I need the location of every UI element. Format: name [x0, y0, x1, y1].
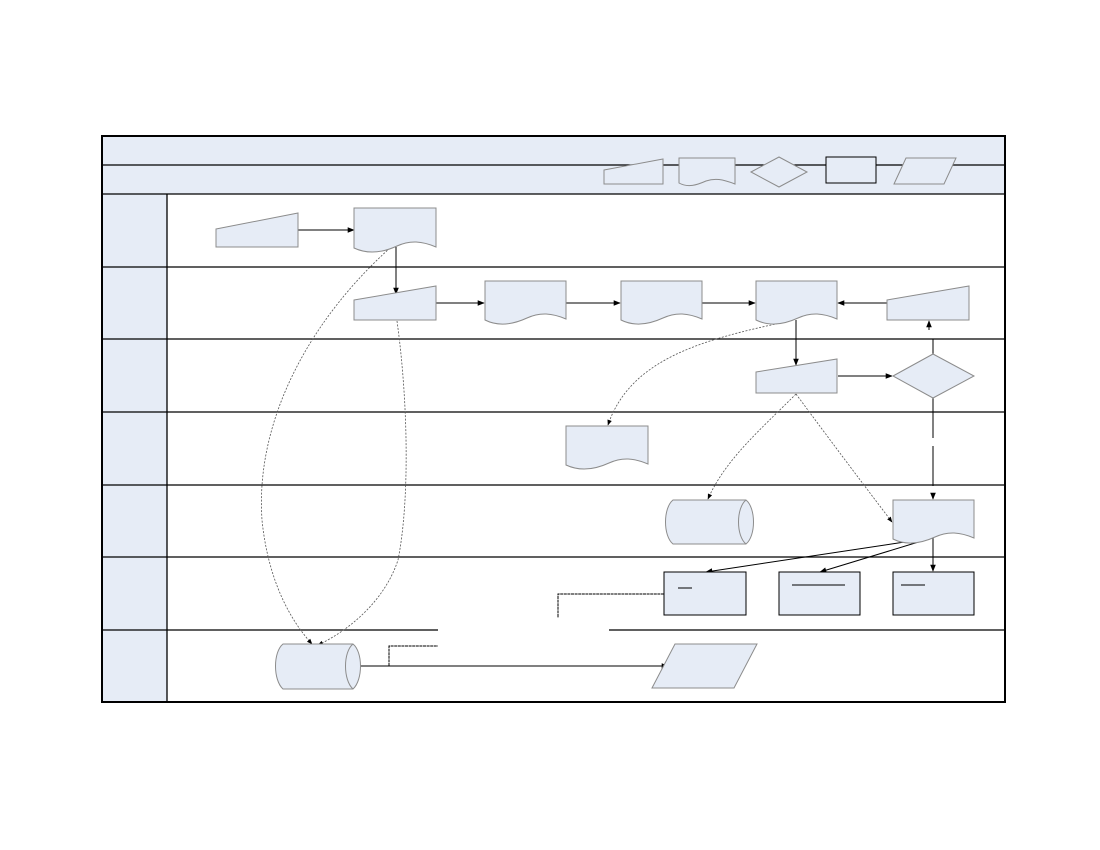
edge-n8-n12: [795, 393, 893, 523]
legend-data-icon: [893, 157, 957, 185]
node-n1-manual-input[interactable]: [215, 212, 299, 248]
node-n5-document[interactable]: [620, 280, 703, 325]
edge-n2-n16: [261, 247, 391, 645]
nodes: [215, 207, 976, 690]
edge-n12-n13: [705, 539, 919, 574]
legend-manual-input-icon: [603, 158, 664, 185]
node-n17-data[interactable]: [651, 643, 758, 689]
edge-n6-n10: [607, 321, 786, 426]
lane-dividers: [102, 164, 1005, 702]
diagram-frame: [101, 135, 1006, 703]
legend: [603, 156, 957, 188]
node-n15-process[interactable]: [892, 571, 975, 616]
node-n12-document[interactable]: [892, 499, 975, 544]
node-n8-manual-input[interactable]: [755, 358, 838, 394]
edge-n13-step: [557, 593, 664, 618]
legend-document-icon: [678, 157, 736, 187]
node-n7-manual-input[interactable]: [886, 285, 970, 321]
node-n14-process[interactable]: [778, 571, 861, 616]
edge-n12-n14: [819, 539, 926, 573]
node-n3-manual-input[interactable]: [353, 285, 437, 321]
edges: [261, 227, 936, 669]
edge-n3-n16: [317, 320, 407, 646]
node-n13-process[interactable]: [663, 571, 747, 616]
legend-decision-icon: [749, 156, 809, 188]
node-n16-storage[interactable]: [275, 643, 361, 690]
node-n10-document[interactable]: [565, 425, 649, 470]
node-n4-document[interactable]: [484, 280, 567, 325]
edge-n8-n11: [707, 393, 797, 500]
node-n6-document[interactable]: [755, 280, 838, 325]
node-n9-decision[interactable]: [891, 353, 976, 399]
legend-process-icon: [825, 156, 877, 184]
node-n11-storage[interactable]: [665, 499, 754, 545]
node-n2-document[interactable]: [353, 207, 437, 253]
edge-n16-step: [388, 645, 438, 666]
lane-label-column: [102, 194, 167, 702]
